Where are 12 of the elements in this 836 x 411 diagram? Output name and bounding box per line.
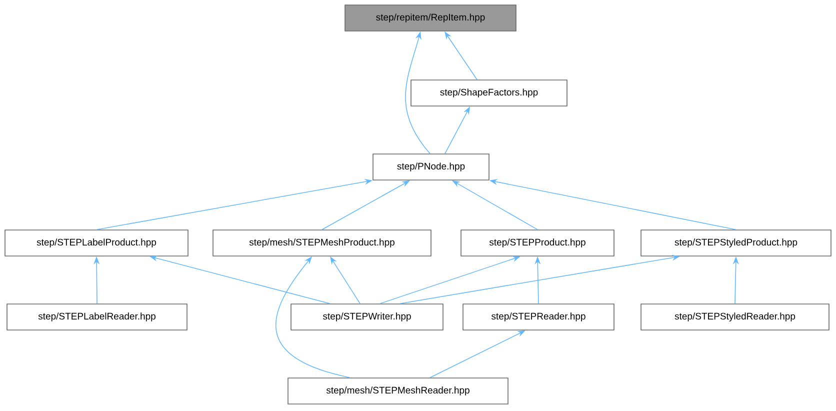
file-box: step/STEPReader.hpp (462, 304, 614, 330)
file-box: step/STEPWriter.hpp (290, 304, 444, 330)
file-box: step/repitem/RepItem.hpp (344, 4, 516, 32)
file-box: step/mesh/STEPMeshProduct.hpp (212, 230, 432, 256)
file-box: step/STEPStyledReader.hpp (640, 304, 830, 330)
file-box: step/STEPLabelProduct.hpp (4, 230, 188, 256)
file-box: step/mesh/STEPMeshReader.hpp (288, 378, 508, 404)
file-box: step/ShapeFactors.hpp (410, 80, 568, 106)
file-box: step/STEPStyledProduct.hpp (640, 230, 832, 256)
file-box: step/PNode.hpp (372, 154, 490, 180)
file-box: step/STEPLabelReader.hpp (6, 304, 188, 330)
file-box: step/STEPProduct.hpp (460, 230, 614, 256)
